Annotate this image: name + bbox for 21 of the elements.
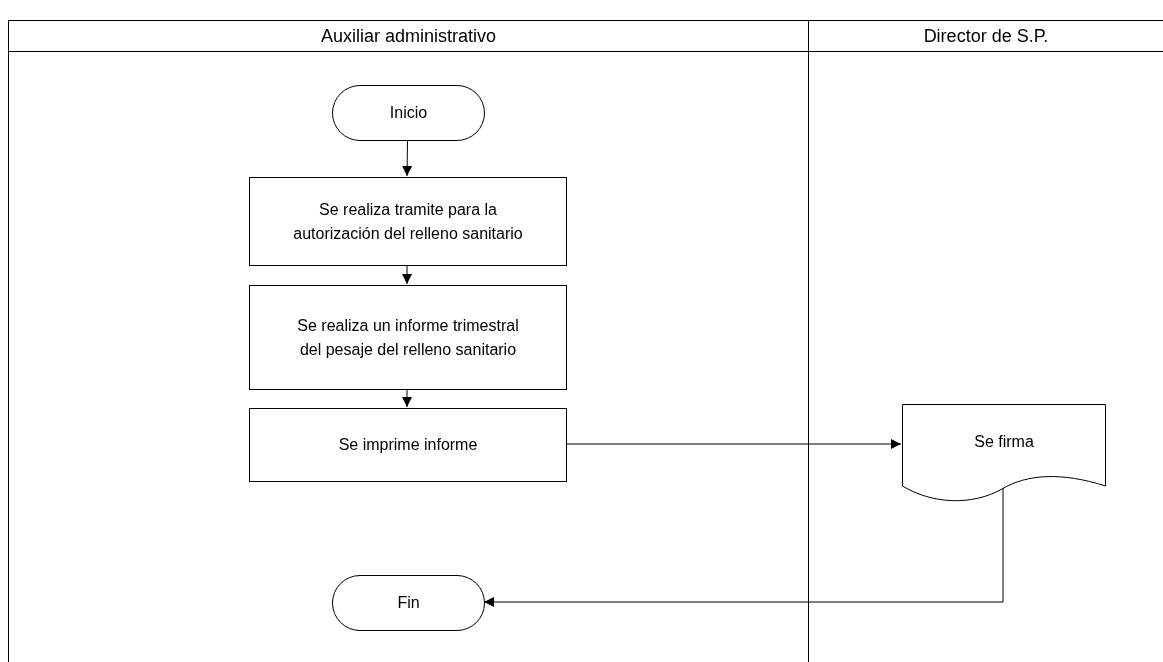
swimlane bbox=[8, 20, 808, 662]
process-box bbox=[249, 177, 567, 266]
swimlane bbox=[808, 20, 1163, 662]
terminal-shape bbox=[332, 575, 485, 631]
arrow bbox=[565, 439, 902, 449]
step-text: Fin bbox=[397, 593, 420, 613]
lane-title: Director de S.P. bbox=[923, 25, 1049, 47]
step-text: Se imprime informe bbox=[338, 435, 478, 455]
arrow bbox=[402, 264, 412, 285]
arrow bbox=[402, 139, 413, 177]
process-box bbox=[249, 408, 567, 482]
lane-title: Auxiliar administrativo bbox=[320, 25, 497, 47]
step-text: Inicio bbox=[389, 103, 428, 123]
step-text: Se firma bbox=[974, 432, 1034, 452]
step-text: Se realiza un informe trimestral del pesaje del relleno sanitario bbox=[296, 315, 520, 360]
step-text: Se realiza tramite para la autorización del relleno sanitario bbox=[292, 199, 524, 244]
arrow bbox=[402, 388, 412, 408]
process-box bbox=[249, 285, 567, 390]
arrow bbox=[483, 487, 1004, 607]
document-shape bbox=[902, 404, 1106, 504]
terminal-shape bbox=[332, 85, 485, 141]
